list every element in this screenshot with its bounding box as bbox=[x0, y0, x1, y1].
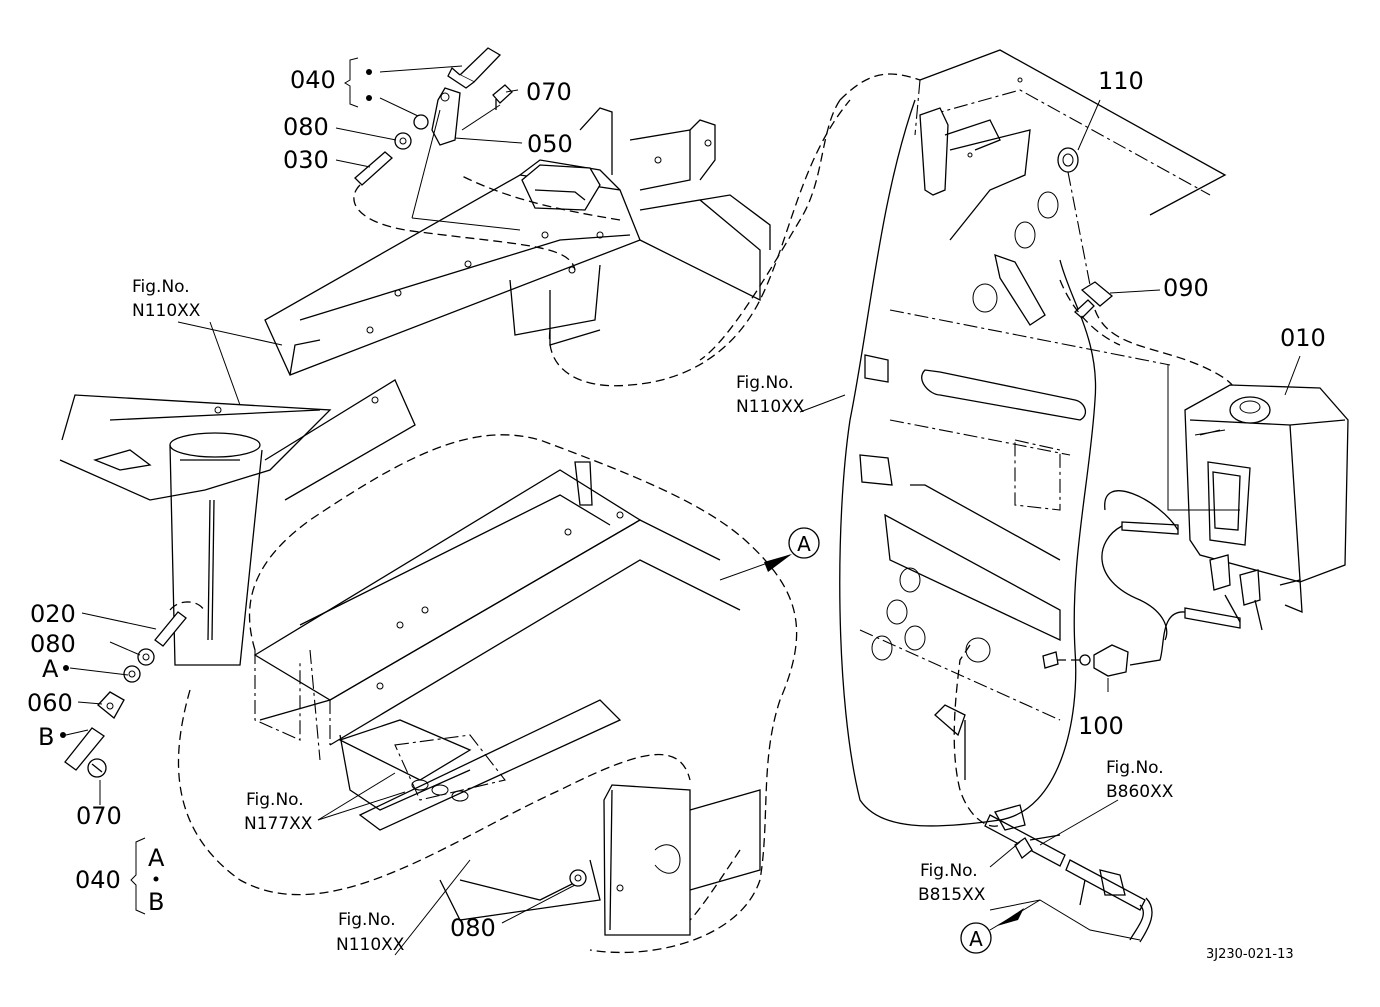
fig-label-6: Fig.No. bbox=[920, 861, 978, 881]
fig-label-2: Fig.No. bbox=[736, 373, 794, 393]
label-060: 060 bbox=[27, 689, 73, 717]
fig-label-3: Fig.No. bbox=[246, 790, 304, 810]
top-frame-assembly bbox=[264, 107, 771, 376]
fig-label-1: Fig.No. bbox=[132, 277, 190, 297]
reference-circle-a-center bbox=[788, 527, 820, 559]
label-a-set: A bbox=[148, 844, 165, 872]
reference-dots bbox=[60, 69, 372, 882]
label-080-left: 080 bbox=[30, 630, 76, 658]
label-050: 050 bbox=[527, 130, 573, 158]
label-100: 100 bbox=[1078, 712, 1124, 740]
fig-label-4: Fig.No. bbox=[338, 910, 396, 930]
bracket-040-top bbox=[344, 57, 359, 108]
hoses-and-pump bbox=[953, 490, 1263, 827]
reference-arrows bbox=[719, 554, 1041, 931]
fig-ref-b815: B815XX bbox=[918, 885, 986, 905]
label-090: 090 bbox=[1163, 274, 1209, 302]
fig-label-5: Fig.No. bbox=[1106, 758, 1164, 778]
label-a-left: A bbox=[42, 655, 59, 683]
center-frame-assembly bbox=[248, 434, 798, 954]
fig-ref-n110-bottom: N110XX bbox=[336, 935, 405, 955]
label-b-left: B bbox=[38, 723, 54, 751]
fig-ref-n177: N177XX bbox=[244, 814, 313, 834]
reference-circle-a-bottom bbox=[960, 922, 992, 954]
label-b-set: B bbox=[148, 888, 164, 916]
part-010-washer-tank bbox=[1167, 365, 1349, 613]
drawing-code: 3J230-021-13 bbox=[1206, 947, 1294, 962]
label-070-left: 070 bbox=[76, 802, 122, 830]
label-080-top: 080 bbox=[283, 113, 329, 141]
part-110-grommet bbox=[1057, 147, 1091, 286]
label-040-bottom: 040 bbox=[75, 866, 121, 894]
label-030: 030 bbox=[283, 146, 329, 174]
label-010: 010 bbox=[1280, 324, 1326, 352]
label-020: 020 bbox=[30, 600, 76, 628]
fig-ref-n110-center: N110XX bbox=[736, 397, 805, 417]
label-110: 110 bbox=[1098, 67, 1144, 95]
left-post-assembly bbox=[59, 379, 691, 896]
fig-ref-n110-topleft: N110XX bbox=[132, 301, 201, 321]
fig-ref-b860: B860XX bbox=[1106, 782, 1174, 802]
leader-lines bbox=[65, 65, 1301, 956]
part-090-connector bbox=[1074, 281, 1238, 406]
label-080-bottom: 080 bbox=[450, 914, 496, 942]
label-040-top: 040 bbox=[290, 66, 336, 94]
bracket-040-bottom bbox=[130, 837, 146, 915]
connection-dashes bbox=[459, 99, 1121, 921]
label-070-top: 070 bbox=[526, 78, 572, 106]
label-a-circle-bottom: A bbox=[969, 927, 983, 951]
right-cab-panel bbox=[699, 49, 1227, 827]
label-a-circle-center: A bbox=[797, 532, 811, 556]
